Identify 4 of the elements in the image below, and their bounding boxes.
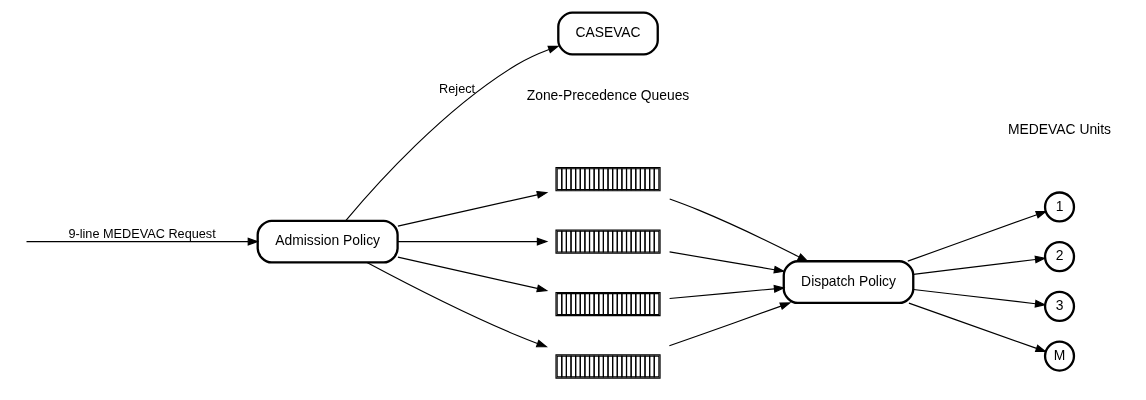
edge-label: Reject [438, 81, 475, 97]
label: Zone-Precedence Queues [526, 86, 689, 103]
label: MEDEVAC Units [1007, 121, 1111, 138]
edge-label: 9-line MEDEVAC Request [67, 225, 216, 241]
